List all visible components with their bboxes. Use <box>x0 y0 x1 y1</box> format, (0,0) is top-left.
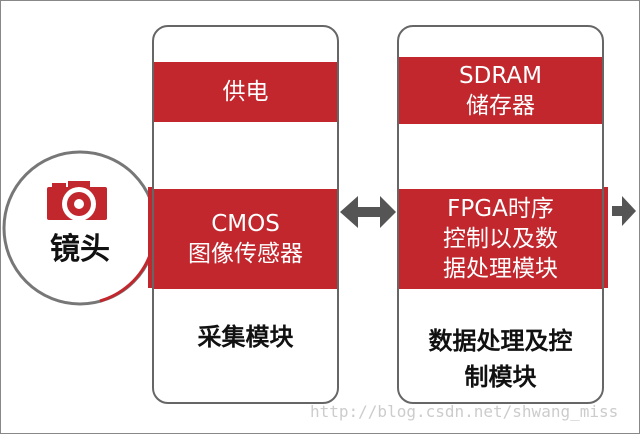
double-arrow-horizontal-icon <box>340 196 396 228</box>
lens-label: 镜头 <box>50 232 110 267</box>
sdram-block: SDRAM 储存器 <box>399 57 602 124</box>
processing-title-line1: 数据处理及控 <box>428 327 573 355</box>
fpga-label-line1: FPGA时序 <box>447 196 554 222</box>
lens-circle-accent <box>99 254 152 303</box>
left-box-extension <box>148 187 154 288</box>
processing-title: 数据处理及控 制模块 <box>399 323 602 395</box>
sensor-label-line1: CMOS <box>211 211 280 237</box>
fpga-label-line3: 据处理模块 <box>443 256 558 282</box>
acquisition-module: 供电 CMOS 图像传感器 采集模块 <box>152 25 339 404</box>
arrow-right-icon <box>612 196 636 226</box>
processing-module: SDRAM 储存器 FPGA时序 控制以及数 据处理模块 数据处理及控 制模块 <box>397 25 604 404</box>
right-box-extension <box>600 187 608 288</box>
sdram-label-line1: SDRAM <box>459 62 542 89</box>
fpga-label-line2: 控制以及数 <box>443 226 558 252</box>
cmos-sensor-block: CMOS 图像传感器 <box>154 189 337 289</box>
sensor-label-line2: 图像传感器 <box>188 241 303 267</box>
sdram-label-line2: 储存器 <box>466 92 535 119</box>
camera-icon <box>47 181 107 221</box>
power-label: 供电 <box>222 79 269 105</box>
acquisition-title: 采集模块 <box>197 323 294 351</box>
processing-title-line2: 制模块 <box>464 363 537 391</box>
fpga-block: FPGA时序 控制以及数 据处理模块 <box>399 189 602 289</box>
watermark: http://blog.csdn.net/shwang_miss <box>310 402 619 421</box>
power-block: 供电 <box>154 62 337 122</box>
